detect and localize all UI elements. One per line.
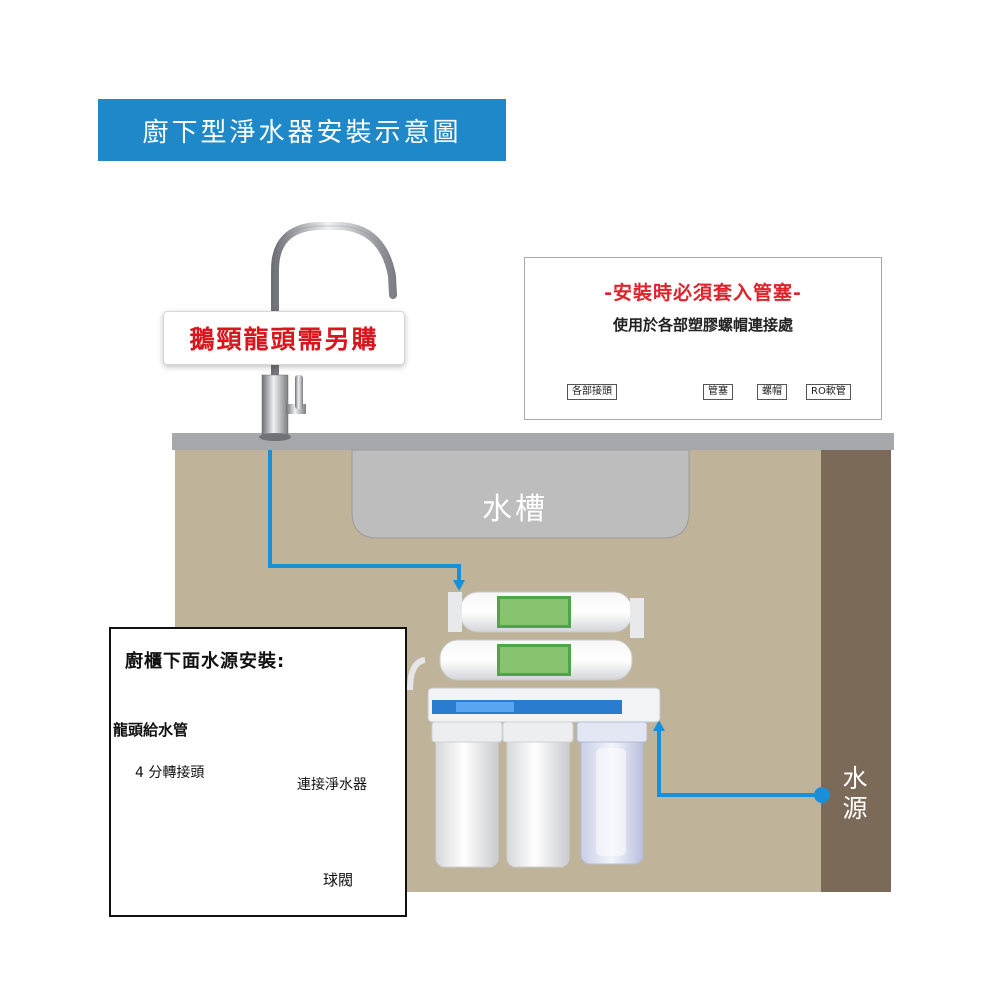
label-connect-purifier: 連接淨水器 bbox=[297, 777, 367, 793]
part-tag-ro-tube: RO軟管 bbox=[806, 384, 851, 400]
arrow-down-icon bbox=[453, 580, 465, 591]
gooseneck-faucet bbox=[259, 222, 397, 441]
page-title: 廚下型淨水器安裝示意圖 bbox=[142, 117, 462, 148]
water-source-label: 水源 bbox=[842, 764, 868, 823]
label-ball-valve: 球閥 bbox=[323, 871, 354, 889]
label-supply-pipe: 龍頭給水管 bbox=[113, 721, 189, 739]
title-banner: 廚下型淨水器安裝示意圖 bbox=[98, 99, 506, 161]
counter-top bbox=[172, 433, 894, 450]
label-adapter: 4 分轉接頭 bbox=[135, 765, 205, 781]
arrow-up-icon bbox=[653, 720, 665, 731]
faucet-purchase-note: 鵝頸龍頭需另購 bbox=[163, 311, 405, 365]
source-line bbox=[657, 728, 822, 797]
faucet-label-text: 鵝頸龍頭需另購 bbox=[189, 325, 379, 354]
wall bbox=[821, 450, 891, 892]
part-tag-plug: 管塞 bbox=[703, 384, 733, 400]
water-source-dot bbox=[814, 787, 830, 803]
cabinet-water-inset: 廚櫃下面水源安裝: 龍頭給水管 4 分轉接頭 連接淨水器 球閥 bbox=[109, 627, 407, 917]
part-tag-fitting: 各部接頭 bbox=[567, 384, 617, 400]
notice-subtitle: 使用於各部塑膠螺帽連接處 bbox=[612, 316, 793, 334]
water-purifier bbox=[407, 591, 661, 868]
sink-basin bbox=[351, 449, 690, 539]
notice-title: -安裝時必須套入管塞- bbox=[604, 282, 802, 304]
faucet-supply-line bbox=[268, 450, 461, 582]
notice-box: -安裝時必須套入管塞- 使用於各部塑膠螺帽連接處 各部接頭 管塞 螺帽 RO軟管 bbox=[524, 257, 882, 420]
inset-title: 廚櫃下面水源安裝: bbox=[125, 651, 286, 672]
part-tag-nut: 螺帽 bbox=[757, 384, 787, 400]
sink-label: 水槽 bbox=[482, 492, 548, 527]
